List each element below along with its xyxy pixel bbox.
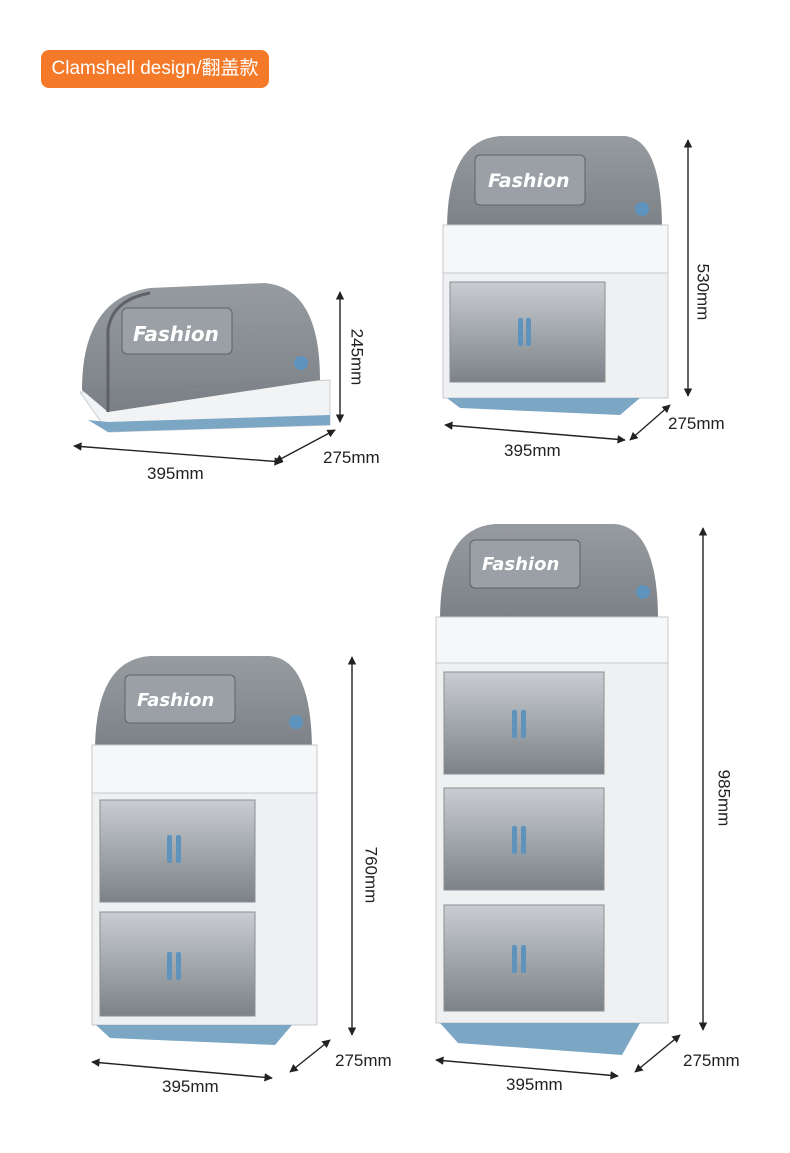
product-4-width-label: 395mm	[506, 1075, 563, 1094]
product-1-logo: Fashion	[133, 322, 219, 346]
product-1-dimension-lines	[73, 291, 345, 466]
product-4-dimension-lines	[435, 527, 708, 1080]
product-2-width-label: 395mm	[504, 441, 561, 460]
product-4-logo: Fashion	[482, 554, 559, 575]
product-1-clamshell: Fashion	[79, 283, 331, 433]
product-2-dimension-lines	[444, 139, 693, 444]
product-2-height-label: 530mm	[693, 263, 713, 321]
product-2-logo: Fashion	[488, 170, 570, 192]
product-2-clamshell-one-tier: Fashion	[442, 136, 669, 415]
product-3-logo: Fashion	[137, 690, 214, 711]
product-2-depth-label: 275mm	[668, 414, 725, 433]
product-1-width-label: 395mm	[147, 464, 204, 483]
product-1-depth-label: 275mm	[323, 448, 380, 467]
product-3-dimension-lines	[91, 656, 357, 1082]
product-4-height-label: 985mm	[714, 769, 734, 827]
product-1-height-label: 245mm	[347, 328, 367, 386]
clamshell-design-badge: Clamshell design/翻盖款	[41, 50, 269, 88]
product-3-clamshell-two-tier: Fashion	[91, 656, 318, 1045]
product-3-height-label: 760mm	[361, 846, 381, 904]
product-3-width-label: 395mm	[162, 1077, 219, 1096]
product-4-depth-label: 275mm	[683, 1051, 740, 1070]
product-4-clamshell-three-tier: Fashion	[435, 524, 669, 1055]
product-3-depth-label: 275mm	[335, 1051, 392, 1070]
